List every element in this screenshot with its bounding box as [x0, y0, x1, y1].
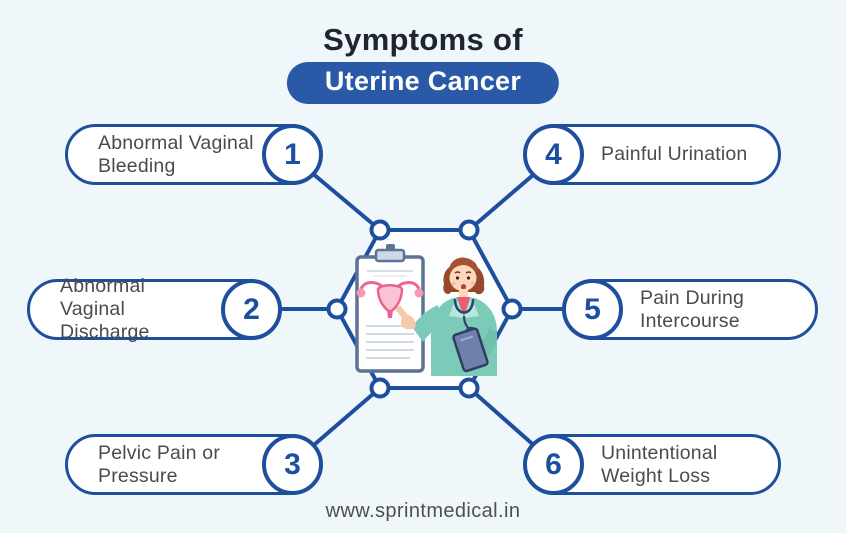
connector-node: [458, 377, 480, 399]
symptom-number-badge: 1: [262, 124, 323, 185]
symptom-number-badge: 2: [221, 279, 282, 340]
symptom-pill-4: 4 Painful Urination: [523, 124, 781, 185]
symptom-label: Pain During Intercourse: [640, 286, 745, 332]
connector-node: [458, 219, 480, 241]
symptom-label: Pelvic Pain or Pressure: [98, 441, 221, 487]
connector-node: [369, 377, 391, 399]
clipboard-icon: [355, 244, 425, 373]
website-url: www.sprintmedical.in: [325, 500, 521, 522]
symptom-number-badge: 6: [523, 434, 584, 495]
symptom-label: Painful Urination: [601, 143, 748, 165]
symptom-pill-3: Pelvic Pain or Pressure 3: [65, 434, 323, 495]
page-title: Symptoms of: [323, 22, 523, 57]
doctor-illustration: [355, 244, 497, 376]
symptom-label: Unintentional Weight Loss: [601, 441, 718, 487]
symptom-number-badge: 3: [262, 434, 323, 495]
symptom-pill-2: Abnormal Vaginal Discharge 2: [27, 275, 282, 343]
symptom-label: Abnormal Vaginal Bleeding: [98, 131, 254, 177]
tablet-icon: [452, 327, 489, 373]
connector-node: [369, 219, 391, 241]
connector-node: [326, 298, 348, 320]
symptom-pill-5: 5 Pain During Intercourse: [562, 279, 818, 340]
connector-nodes: [326, 219, 523, 399]
symptom-label: Abnormal Vaginal Discharge: [60, 275, 150, 343]
symptom-pill-6: 6 Unintentional Weight Loss: [523, 434, 781, 495]
symptom-number-badge: 5: [562, 279, 623, 340]
symptom-number-badge: 4: [523, 124, 584, 185]
doctor-figure: [395, 257, 497, 376]
symptom-pill-1: Abnormal Vaginal Bleeding 1: [65, 124, 323, 185]
title-highlight-badge: Uterine Cancer: [286, 62, 560, 104]
connector-node: [501, 298, 523, 320]
uterus-diagram-icon: [356, 281, 424, 318]
